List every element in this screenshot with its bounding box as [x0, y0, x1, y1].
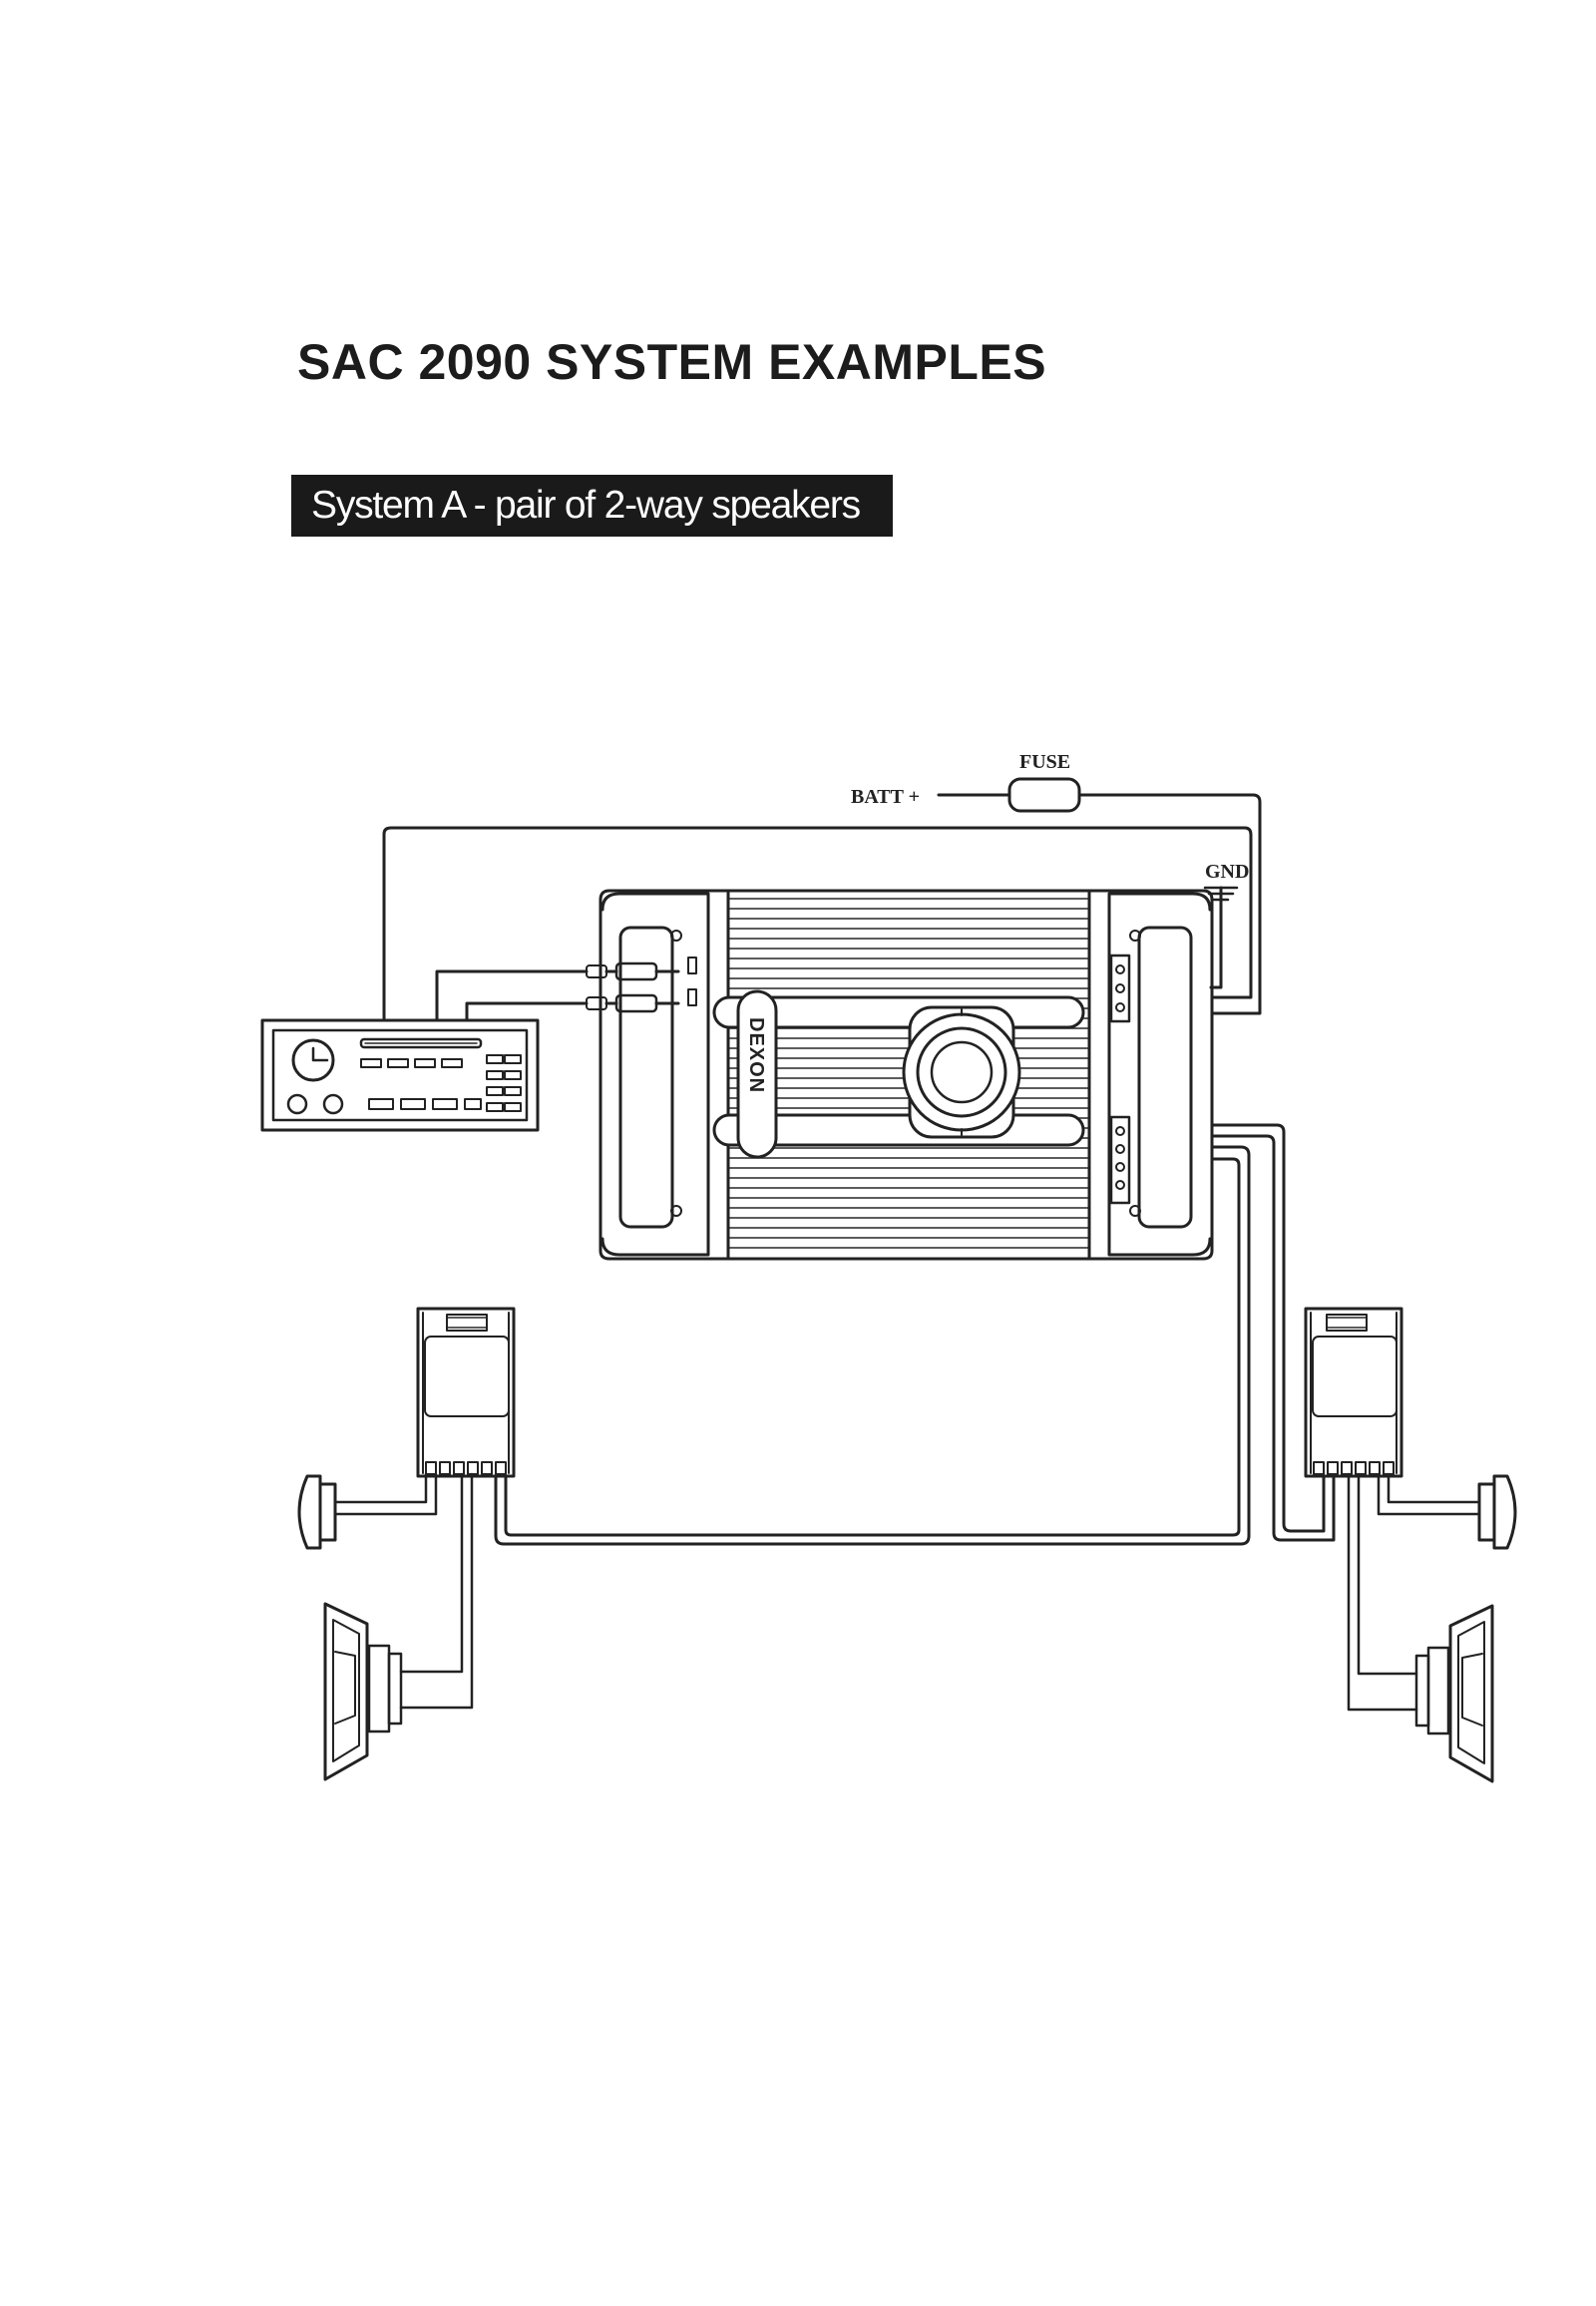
remote-wire [382, 826, 1253, 1022]
tweeter-right [1477, 1474, 1517, 1550]
woofer-right-wires [1347, 1472, 1418, 1712]
amplifier [598, 889, 1214, 1261]
tweeter-left [297, 1474, 337, 1550]
tweeter-right-wires [1377, 1472, 1481, 1516]
speaker-wire-right-channel [1210, 1123, 1336, 1542]
fuse-symbol [999, 777, 1091, 813]
woofer-left-wires [399, 1472, 474, 1710]
page-title: SAC 2090 SYSTEM EXAMPLES [297, 334, 1047, 390]
woofer-right [1414, 1604, 1494, 1783]
crossover-left [416, 1307, 516, 1478]
section-banner: System A - pair of 2-way speakers [291, 475, 893, 537]
gnd-label: GND [1205, 861, 1249, 883]
batt-label: BATT + [851, 786, 920, 808]
speaker-wire-left-channel [494, 1145, 1251, 1546]
tweeter-left-wires [333, 1472, 438, 1516]
rca-cables [435, 961, 680, 1022]
crossover-right [1304, 1307, 1403, 1478]
fuse-label: FUSE [1019, 751, 1070, 773]
batt-wire [937, 793, 1262, 1015]
ground-wire [1203, 886, 1239, 989]
head-unit [260, 1018, 540, 1132]
woofer-left [323, 1602, 403, 1781]
brand-logo-text: DEXON [745, 1017, 767, 1093]
